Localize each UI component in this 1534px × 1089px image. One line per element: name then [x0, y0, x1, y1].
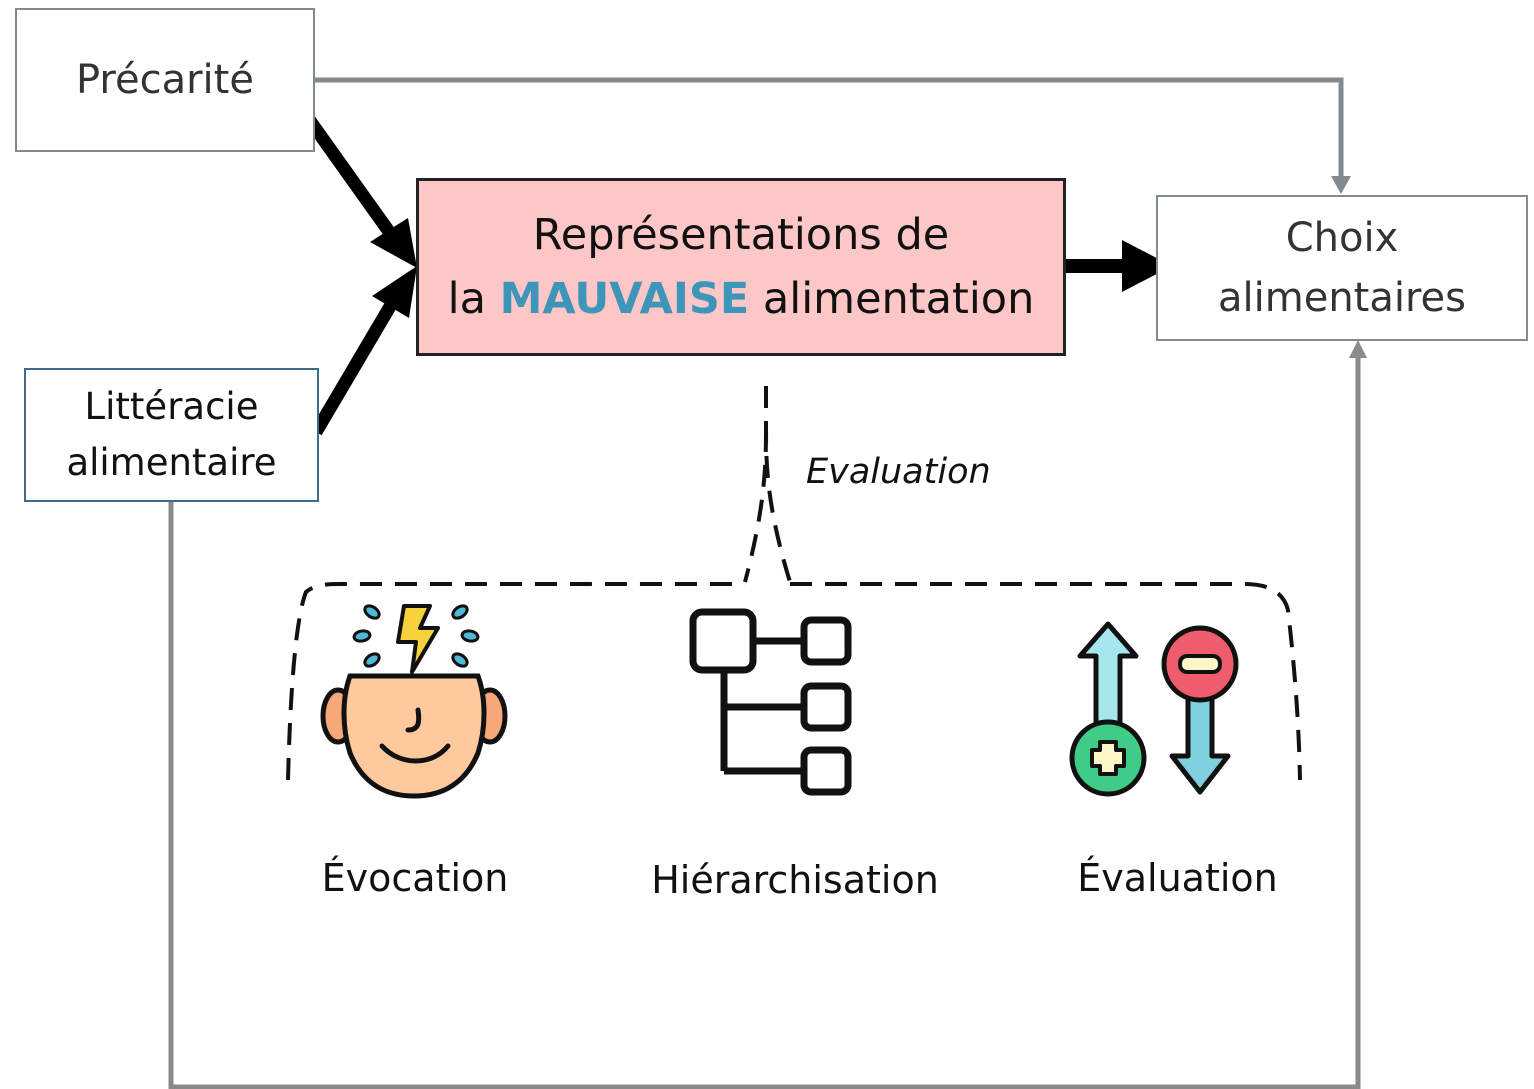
evaluation-edge-label: Evaluation: [806, 452, 991, 492]
arrowhead-litteracie: [372, 266, 417, 318]
arrowhead-litteracie-to-choix: [1349, 340, 1367, 358]
representations-line-1: Représentations de: [532, 210, 950, 260]
arrowhead-precarite-to-choix: [1331, 176, 1351, 194]
node-precarite-label: Précarité: [76, 57, 254, 103]
step-label-evaluation: Évaluation: [1077, 856, 1278, 900]
litteracie-line-2: alimentaire: [66, 441, 277, 484]
arrow-litteracie-to-representations: [310, 294, 401, 436]
representations-prefix: la: [447, 274, 500, 324]
representations-suffix: alimentation: [749, 274, 1035, 324]
arrowhead-precarite: [370, 218, 417, 268]
connector-precarite-to-choix: [315, 77, 1344, 180]
choix-line-1: Choix: [1285, 215, 1399, 261]
step-label-evocation: Évocation: [321, 856, 509, 900]
node-litteracie-alimentaire: Littéracie alimentaire: [24, 368, 319, 502]
node-precarite: Précarité: [15, 8, 315, 152]
plus-minus-arrows-icon: [1069, 621, 1239, 797]
connector-litteracie-to-choix: [168, 356, 1361, 1089]
hierarchy-tree-icon: [689, 608, 852, 796]
node-representations-mauvaise-alimentation: Représentations de la MAUVAISE alimentat…: [416, 178, 1066, 356]
step-label-hierarchisation: Hiérarchisation: [651, 858, 939, 902]
arrowhead-to-choix: [1122, 240, 1172, 292]
representations-line-2: la MAUVAISE alimentation: [448, 267, 1035, 331]
litteracie-line-1: Littéracie: [84, 385, 259, 428]
head-idea-icon: [320, 604, 508, 799]
node-choix-alimentaires: Choix alimentaires: [1156, 195, 1528, 341]
arrow-precarite-to-representations: [302, 114, 401, 244]
representations-accent-word: MAUVAISE: [499, 274, 750, 324]
choix-line-2: alimentaires: [1218, 275, 1466, 321]
